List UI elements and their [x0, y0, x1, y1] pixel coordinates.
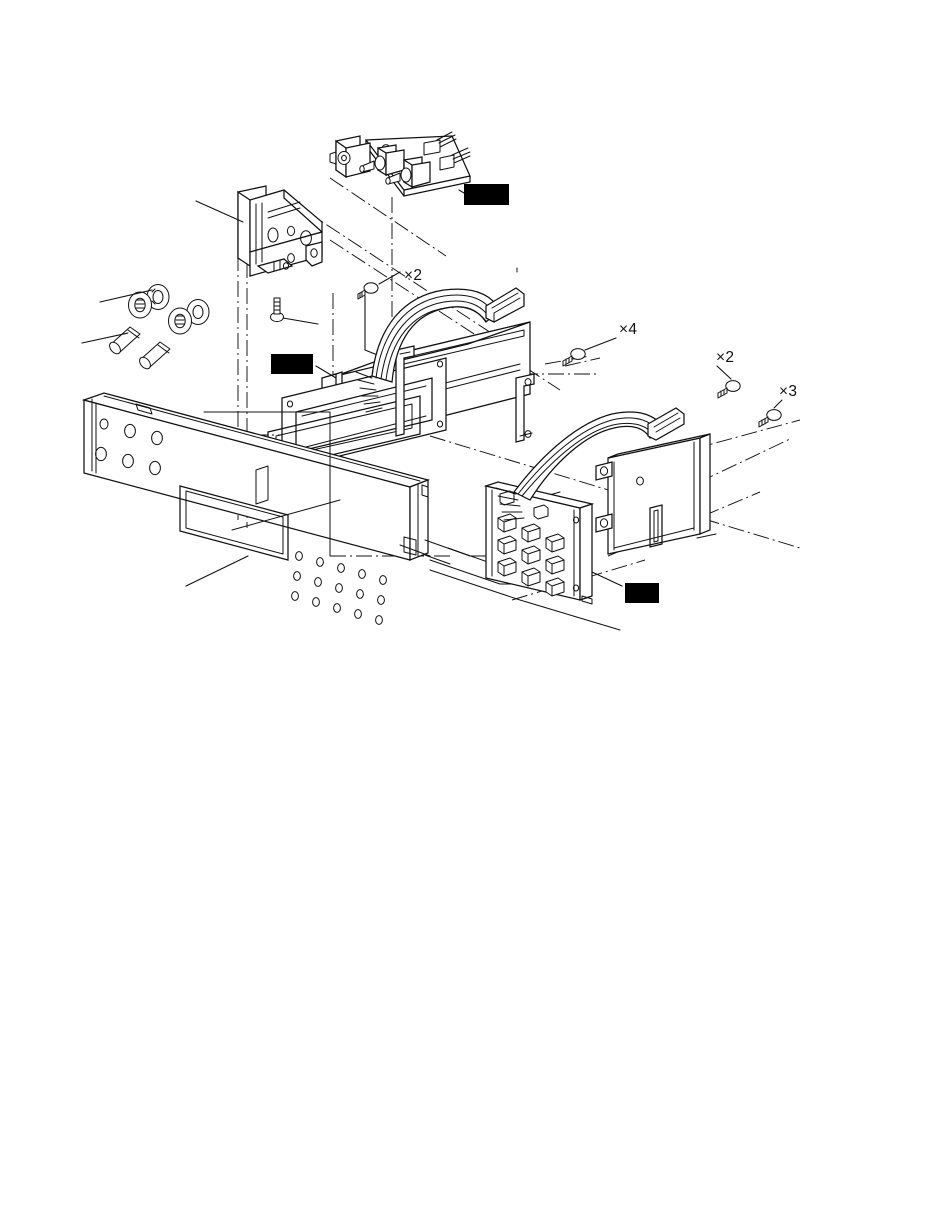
bracket-stud-screw [270, 297, 319, 325]
leader-qty-bracket-screw [378, 271, 401, 285]
tactile-switch-array [497, 490, 565, 597]
qty-subbracket-screws: ×3 [779, 383, 797, 400]
potentiometer-1 [359, 144, 405, 177]
knob-shaft-2 [139, 341, 171, 370]
qty-bracket-screws: ×2 [404, 267, 422, 284]
tactile-switch [545, 533, 565, 553]
display-module-screw [562, 348, 586, 367]
label-jack-board [464, 184, 509, 205]
switch-board-screw [717, 380, 741, 399]
leader-sub-bracket [696, 533, 717, 539]
leader-qty-display-screw [584, 337, 617, 351]
board-connector-2 [439, 147, 471, 171]
leader-qty-subbracket-screw [773, 399, 783, 409]
bracket-hole-3 [300, 230, 312, 246]
panel-display-window [179, 485, 289, 561]
leader-qty-switch-screw [716, 365, 732, 380]
tactile-switch [521, 567, 541, 587]
tactile-switch [545, 555, 565, 575]
bracket-mount-screw [357, 282, 379, 300]
sub-bracket-slot [649, 504, 663, 548]
sub-bracket-ear-bottom [595, 513, 613, 533]
label-display-module [271, 354, 313, 374]
front-panel [81, 392, 431, 625]
jack-mount-bracket [195, 185, 323, 277]
panel-knob-holes [95, 418, 163, 476]
leader-display-module [315, 365, 337, 379]
washer-nut-group [81, 284, 210, 370]
tactile-switch [497, 513, 517, 533]
bracket-hole-4 [287, 253, 295, 263]
potentiometer-2 [385, 156, 431, 189]
leader-washers [99, 289, 153, 303]
jack-pcb-assembly [329, 131, 471, 197]
qty-display-screws: ×4 [619, 321, 637, 338]
tactile-switch [545, 577, 565, 597]
tactile-switch [497, 557, 517, 577]
leader-shafts [81, 332, 129, 344]
ribbon-connector-switch [647, 407, 685, 441]
sub-bracket-screw [758, 409, 782, 428]
nut-1 [128, 291, 152, 319]
ribbon-connector-display [485, 287, 525, 323]
display-mount-ear-left [395, 345, 415, 437]
display-mount-ear-right [515, 373, 535, 443]
leader-bracket [195, 200, 244, 223]
sub-bracket-ear-top [595, 461, 613, 481]
ribbon-cable-switch [495, 407, 685, 521]
board-connector-1 [423, 131, 457, 156]
qty-switch-screws: ×2 [716, 349, 734, 366]
tactile-switch [521, 523, 541, 543]
leader-switch-board [591, 571, 623, 587]
sub-bracket [595, 433, 717, 555]
leader-front-panel [185, 555, 249, 587]
ribbon-cable-display [355, 287, 525, 413]
tactile-switch [497, 535, 517, 555]
bracket-hole-1 [267, 227, 279, 243]
tactile-switch [533, 504, 549, 520]
knob-shaft-1 [109, 326, 141, 355]
switch-board-assembly [483, 481, 623, 605]
bracket-hole-2 [286, 225, 296, 237]
panel-button-holes [291, 551, 387, 625]
display-window-aperture [295, 377, 433, 453]
label-switch-board [625, 583, 659, 603]
tactile-switch [521, 545, 541, 565]
nut-2 [168, 307, 192, 335]
